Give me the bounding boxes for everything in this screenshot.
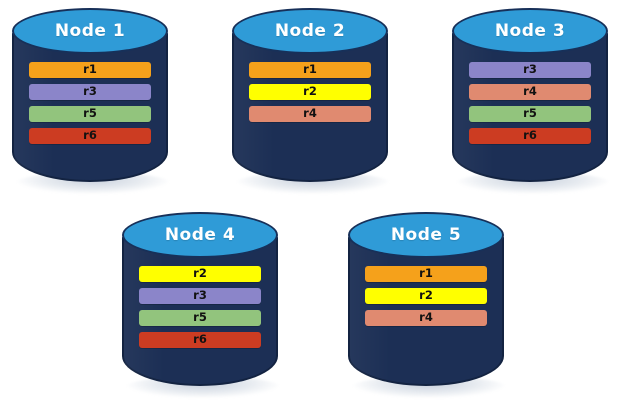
replica-label: r3 (193, 288, 207, 303)
replica-label: r6 (193, 332, 207, 347)
replica-label: r5 (83, 106, 97, 121)
cylinder-top-disc: Node 3 (452, 8, 608, 54)
replica-bar-r3[interactable]: r3 (139, 288, 261, 304)
replica-list: r1 r2 r4 (348, 266, 504, 326)
database-node-4[interactable]: Node 4 r2 r3 r5 r6 (122, 212, 280, 398)
replica-list: r1 r3 r5 r6 (12, 62, 168, 144)
replica-bar-r6[interactable]: r6 (139, 332, 261, 348)
node-title: Node 1 (54, 21, 126, 41)
replica-bar-r2[interactable]: r2 (365, 288, 487, 304)
replica-bar-r2[interactable]: r2 (249, 84, 371, 100)
cylinder-top-disc: Node 4 (122, 212, 278, 258)
replica-bar-r1[interactable]: r1 (249, 62, 371, 78)
replica-list: r1 r2 r4 (232, 62, 388, 122)
replica-bar-r3[interactable]: r3 (469, 62, 591, 78)
replica-label: r6 (83, 128, 97, 143)
replica-bar-r6[interactable]: r6 (469, 128, 591, 144)
replica-label: r4 (303, 106, 317, 121)
cylinder-top-disc: Node 1 (12, 8, 168, 54)
replica-bar-r1[interactable]: r1 (29, 62, 151, 78)
database-node-5[interactable]: Node 5 r1 r2 r4 (348, 212, 506, 398)
replica-label: r1 (303, 62, 317, 77)
database-node-1[interactable]: Node 1 r1 r3 r5 r6 (12, 8, 170, 194)
replica-bar-r6[interactable]: r6 (29, 128, 151, 144)
cylinder-top-disc: Node 5 (348, 212, 504, 258)
replica-label: r3 (83, 84, 97, 99)
node-title: Node 4 (164, 225, 236, 245)
replica-label: r1 (419, 266, 433, 281)
replica-label: r5 (193, 310, 207, 325)
replica-bar-r5[interactable]: r5 (29, 106, 151, 122)
replica-list: r2 r3 r5 r6 (122, 266, 278, 348)
replica-label: r5 (523, 106, 537, 121)
replica-bar-r4[interactable]: r4 (249, 106, 371, 122)
replica-label: r2 (419, 288, 433, 303)
replica-label: r4 (523, 84, 537, 99)
replica-label: r6 (523, 128, 537, 143)
database-node-3[interactable]: Node 3 r3 r4 r5 r6 (452, 8, 610, 194)
replica-list: r3 r4 r5 r6 (452, 62, 608, 144)
node-title: Node 5 (390, 225, 462, 245)
replica-bar-r5[interactable]: r5 (139, 310, 261, 326)
replica-label: r3 (523, 62, 537, 77)
replica-bar-r1[interactable]: r1 (365, 266, 487, 282)
database-node-2[interactable]: Node 2 r1 r2 r4 (232, 8, 390, 194)
replica-label: r2 (193, 266, 207, 281)
replica-bar-r3[interactable]: r3 (29, 84, 151, 100)
replica-label: r4 (419, 310, 433, 325)
cylinder-top-disc: Node 2 (232, 8, 388, 54)
replica-label: r2 (303, 84, 317, 99)
replica-bar-r5[interactable]: r5 (469, 106, 591, 122)
replica-label: r1 (83, 62, 97, 77)
node-title: Node 3 (494, 21, 566, 41)
replica-bar-r2[interactable]: r2 (139, 266, 261, 282)
replica-bar-r4[interactable]: r4 (365, 310, 487, 326)
replica-bar-r4[interactable]: r4 (469, 84, 591, 100)
node-title: Node 2 (274, 21, 346, 41)
